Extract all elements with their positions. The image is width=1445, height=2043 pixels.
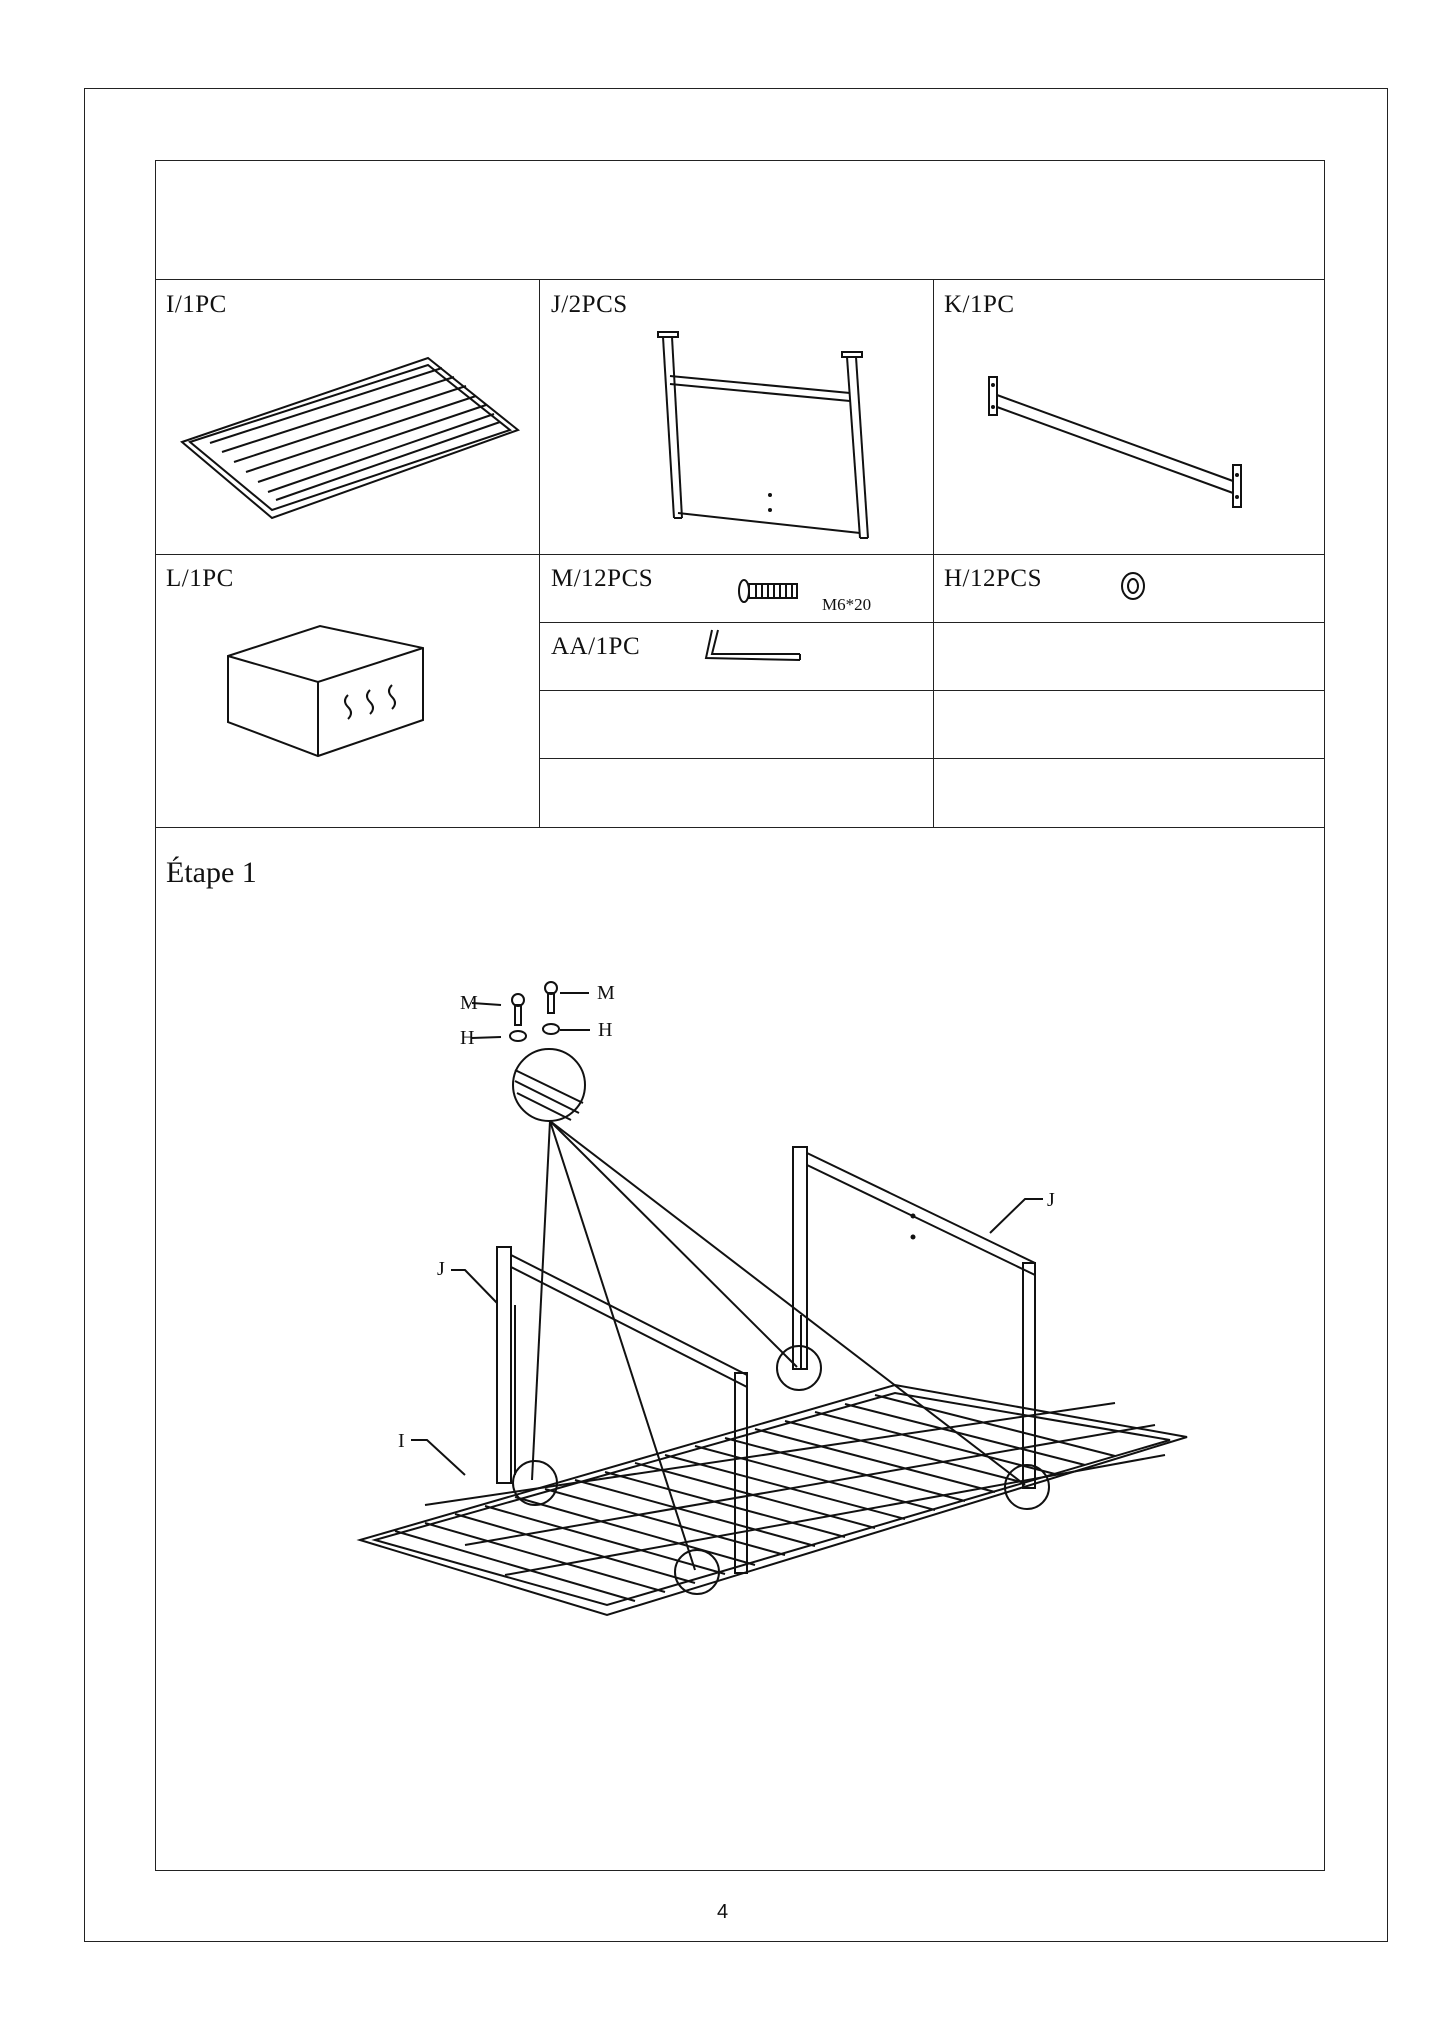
bolt-spec: M6*20 [822,595,872,614]
part-i-label: I/1PC [166,291,227,318]
part-m-label: M/12PCS [551,565,654,592]
allen-key-icon [704,629,801,661]
grid-line [540,690,1325,691]
callout-h-left: H [460,1027,474,1049]
bolt-icon [738,579,798,603]
part-h-label: H/12PCS [944,565,1042,592]
step-title: Étape 1 [166,856,257,889]
leg-frame-icon [657,331,869,539]
callout-j-left: J [437,1258,445,1280]
grid-line [540,622,1325,623]
grid-line [540,758,1325,759]
callout-j-right: J [1047,1189,1055,1211]
callout-m-left: M [460,992,478,1014]
callout-m-right: M [597,982,615,1004]
grid-line [933,279,934,827]
page-number: 4 [716,1901,729,1923]
grid-line [155,827,1325,828]
crossbar-icon [988,376,1242,508]
slatted-frame-icon [180,356,521,520]
part-aa-label: AA/1PC [551,633,641,660]
part-j-label: J/2PCS [551,291,628,318]
grid-line [155,554,1325,555]
grid-line [155,279,1325,280]
grid-line [539,279,540,827]
page-border [84,88,1388,1942]
assembly-diagram: M M H H J J I [356,981,1188,1617]
callout-h-right: H [598,1019,612,1041]
hardware-box-icon [227,624,424,758]
washer-icon [1121,572,1145,600]
callout-i: I [398,1430,405,1452]
content-frame [155,160,1325,1871]
part-k-label: K/1PC [944,291,1015,318]
part-l-label: L/1PC [166,565,234,592]
